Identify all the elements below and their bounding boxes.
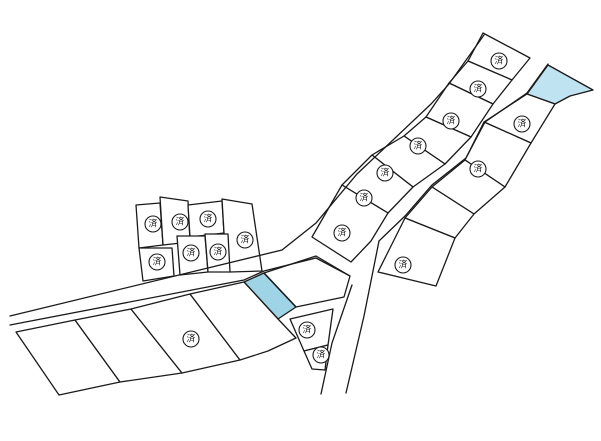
road-network [9, 34, 549, 395]
sold-badge: 済 [469, 80, 487, 98]
sold-badge-label: 済 [152, 256, 161, 268]
sold-badge-label: 済 [494, 55, 503, 67]
road-south-east-edge [345, 240, 380, 394]
sold-badges: 済済済済済済済済済済済済済済済済済済済済 [144, 52, 531, 364]
road-west-upper-edge [9, 34, 485, 317]
road-south-west-edge [320, 284, 353, 395]
sold-badge-label: 済 [203, 213, 212, 225]
sold-badge-circle [490, 52, 508, 70]
sold-badge: 済 [182, 330, 200, 348]
sold-badge-circle [513, 115, 531, 133]
available-lot-divider [263, 272, 297, 308]
sold-badge: 済 [148, 253, 166, 271]
sold-badge-circle [209, 243, 227, 261]
sold-badge-label: 済 [316, 349, 325, 361]
sold-badge: 済 [298, 321, 316, 339]
sold-badge: 済 [144, 215, 162, 233]
sold-badge: 済 [394, 256, 412, 274]
sold-badge-label: 済 [446, 115, 455, 127]
sold-badge: 済 [409, 137, 427, 155]
sold-badge-circle [312, 346, 330, 364]
sold-badge-label: 済 [473, 163, 482, 175]
sold-badge: 済 [209, 243, 227, 261]
sold-badge: 済 [236, 231, 254, 249]
road-ne-east-edge [378, 63, 549, 242]
sold-badge: 済 [199, 210, 217, 228]
sold-badge: 済 [513, 115, 531, 133]
sold-badge-circle [376, 164, 394, 182]
sold-badge: 済 [490, 52, 508, 70]
sold-badge: 済 [469, 160, 487, 178]
road-west-lower-edge [9, 257, 351, 326]
sold-badge: 済 [182, 244, 200, 262]
east-lots [377, 64, 594, 287]
sold-badge-label: 済 [186, 247, 195, 259]
sold-badge-circle [298, 321, 316, 339]
sold-badge-label: 済 [302, 324, 311, 336]
sold-badge-circle [442, 112, 460, 130]
sold-badge: 済 [312, 346, 330, 364]
sold-badge-circle [171, 213, 189, 231]
sold-badge-label: 済 [240, 234, 249, 246]
sold-badge-circle [333, 224, 351, 242]
sold-badge-label: 済 [398, 259, 407, 271]
sold-badge-circle [182, 330, 200, 348]
sold-badge-circle [199, 210, 217, 228]
sold-badge-label: 済 [380, 167, 389, 179]
sold-badge-circle [469, 160, 487, 178]
sold-badge-label: 済 [148, 218, 157, 230]
sold-badge-label: 済 [413, 140, 422, 152]
sold-badge-circle [409, 137, 427, 155]
sold-badge-label: 済 [175, 216, 184, 228]
sold-badge: 済 [333, 224, 351, 242]
sold-badge-circle [144, 215, 162, 233]
sold-badge-circle [394, 256, 412, 274]
sold-badge: 済 [376, 164, 394, 182]
sold-badge-circle [182, 244, 200, 262]
lot-south-4[interactable] [189, 281, 297, 361]
sold-badge-label: 済 [213, 246, 222, 258]
sold-badge-circle [469, 80, 487, 98]
south-lots [15, 281, 297, 396]
sold-badge: 済 [171, 213, 189, 231]
sold-badge: 済 [442, 112, 460, 130]
sold-badge-label: 済 [337, 227, 346, 239]
sold-badge-label: 済 [359, 192, 368, 204]
sold-badge: 済 [355, 189, 373, 207]
sold-badge-label: 済 [186, 333, 195, 345]
sold-badge-label: 済 [517, 118, 526, 130]
sold-badge-circle [148, 253, 166, 271]
sold-badge-label: 済 [473, 83, 482, 95]
sold-badge-circle [236, 231, 254, 249]
sold-badge-circle [355, 189, 373, 207]
